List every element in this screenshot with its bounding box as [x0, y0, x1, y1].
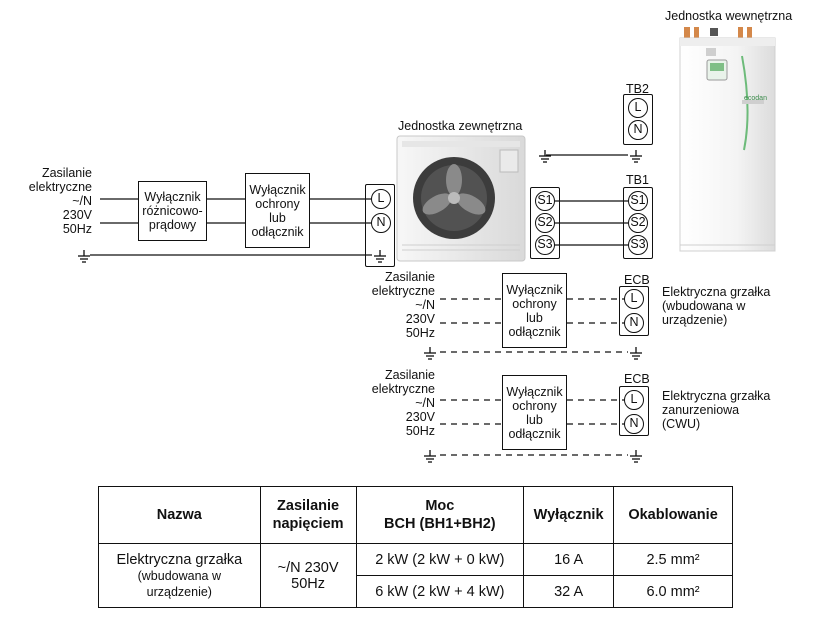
cell-wiring: 6.0 mm² [613, 575, 733, 608]
ground-symbol [423, 346, 437, 360]
tb2-label: TB2 [626, 82, 649, 96]
cell-name: Elektryczna grzałka (wbudowana w urządze… [98, 543, 261, 608]
cell-supply: ~/N 230V 50Hz [259, 543, 357, 608]
ecb1-supply-label: Zasilanie elektryczne ~/N 230V 50Hz [371, 270, 435, 340]
ecb1-label: ECB [624, 273, 650, 287]
terminal-L: L [628, 98, 648, 118]
signal-wires [546, 154, 628, 246]
header-breaker: Wyłącznik [523, 486, 615, 544]
cell-power: 6 kW (2 kW + 4 kW) [355, 575, 525, 608]
tb1-label: TB1 [626, 173, 649, 187]
ground-symbol [77, 249, 91, 263]
ground-symbol [423, 449, 437, 463]
booster-heater-label: Elektryczna grzałka (wbudowana w urządze… [662, 285, 771, 327]
indoor-brand-label: ecodan [744, 95, 767, 102]
tb2-terminal-block [623, 94, 653, 145]
cell-breaker: 32 A [523, 575, 615, 608]
terminal-N: N [371, 213, 391, 233]
outdoor-terminal-block [365, 184, 395, 267]
ecb1-wires [440, 298, 628, 353]
terminal-S3: S3 [628, 235, 648, 255]
terminal-S3: S3 [535, 235, 555, 255]
main-supply-label: Zasilanie elektryczne ~/N 230V 50Hz [28, 166, 92, 236]
ground-symbol [629, 149, 643, 163]
terminal-S2: S2 [535, 213, 555, 233]
tb1-terminal-block [623, 187, 653, 259]
table-row: Elektryczna grzałka (wbudowana w urządze… [98, 543, 733, 608]
terminal-S1: S1 [535, 191, 555, 211]
spec-table: Nazwa Zasilanie napięciem Moc BCH (BH1+B… [98, 486, 733, 608]
ecb2-label: ECB [624, 372, 650, 386]
indoor-unit-label: Jednostka wewnętrzna [665, 9, 793, 23]
terminal-N: N [624, 414, 644, 434]
outdoor-unit-image [396, 135, 526, 262]
ground-symbol [538, 149, 552, 163]
header-power: Moc BCH (BH1+BH2) [355, 486, 525, 544]
terminal-S2: S2 [628, 213, 648, 233]
header-supply: Zasilanie napięciem [259, 486, 357, 544]
terminal-L: L [624, 390, 644, 410]
ground-symbol [629, 449, 643, 463]
cell-wiring: 2.5 mm² [613, 543, 733, 576]
terminal-L: L [624, 289, 644, 309]
terminal-N: N [624, 313, 644, 333]
outdoor-unit-label: Jednostka zewnętrzna [398, 119, 523, 133]
ecb2-wires [440, 399, 628, 456]
header-wiring: Okablowanie [613, 486, 733, 544]
cell-power: 2 kW (2 kW + 0 kW) [355, 543, 525, 576]
main-supply-wires [90, 198, 372, 256]
immersion-heater-label: Elektryczna grzałka zanurzeniowa (CWU) [662, 389, 771, 431]
ecb2-terminal-block [619, 386, 649, 436]
ground-symbol [629, 346, 643, 360]
ecb2-supply-label: Zasilanie elektryczne ~/N 230V 50Hz [371, 368, 435, 438]
terminal-L: L [371, 189, 391, 209]
cell-breaker: 16 A [523, 543, 615, 576]
header-name: Nazwa [98, 486, 261, 544]
outdoor-signal-terminal-block [530, 187, 560, 259]
table-row: 6 kW (2 kW + 4 kW) 32 A 6.0 mm² [99, 575, 733, 608]
terminal-S1: S1 [628, 191, 648, 211]
terminal-N: N [628, 120, 648, 140]
indoor-unit-image [679, 27, 776, 252]
table-header-row: Nazwa Zasilanie napięciem Moc BCH (BH1+B… [98, 486, 733, 544]
ecb1-terminal-block [619, 286, 649, 336]
